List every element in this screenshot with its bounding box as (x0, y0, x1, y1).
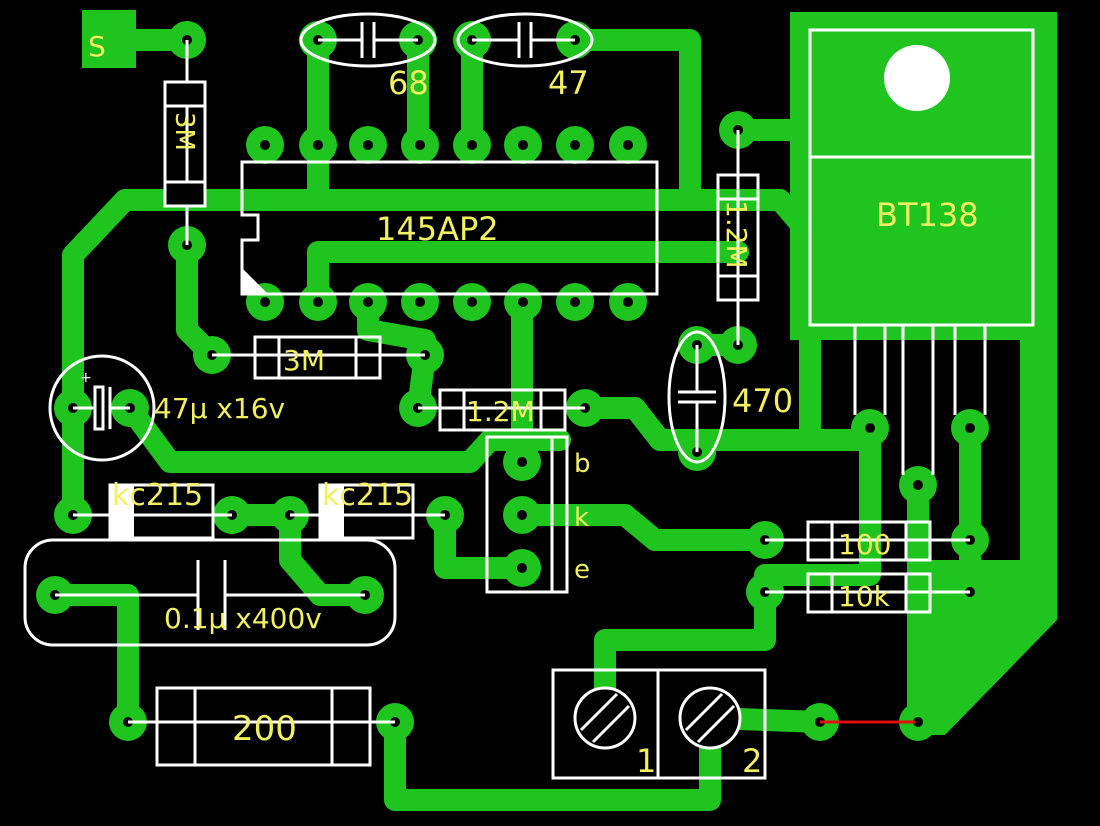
trace (44, 584, 139, 733)
drill-hole (865, 423, 875, 433)
drill-hole (313, 297, 323, 307)
label-electrolytic: 47μ x16v (154, 392, 285, 425)
trace (574, 397, 881, 451)
label-r-3m-horizontal: 3M (283, 344, 325, 377)
drill-hole (260, 297, 270, 307)
triac-outline (808, 28, 1035, 327)
polarity-plus: + (80, 370, 92, 386)
electrolytic-capacitor-outline (48, 354, 156, 462)
drill-hole (570, 297, 580, 307)
drill-hole (913, 480, 923, 490)
label-cap-470: 470 (732, 382, 793, 420)
terminal-screw (573, 686, 637, 750)
drill-hole (415, 140, 425, 150)
drill-hole (517, 457, 527, 467)
signal-label: S (88, 30, 106, 63)
drill-hole (260, 140, 270, 150)
drill-hole (517, 563, 527, 573)
label-r-3m-vertical: 3M (169, 112, 199, 151)
resistor-band (163, 180, 207, 208)
label-cap-68: 68 (388, 64, 429, 102)
drill-hole (517, 510, 527, 520)
label-terminal-2: 2 (742, 742, 762, 780)
label-cap-47: 47 (548, 64, 589, 102)
label-diode-2: kc215 (322, 478, 413, 513)
drill-hole (623, 297, 633, 307)
screw-slot (579, 692, 619, 732)
drill-hole (313, 140, 323, 150)
capacitor-film-outline (23, 538, 397, 647)
silkscreen: + (23, 12, 1035, 780)
screw-slot (696, 704, 736, 744)
drill-hole (913, 717, 923, 727)
drill-hole (518, 140, 528, 150)
diode-1-cathode-band (110, 485, 134, 538)
trace (754, 429, 881, 603)
label-r-10k: 10k (838, 580, 891, 613)
ic-pin1-marker (242, 268, 268, 294)
transistor-outline (485, 435, 569, 594)
label-r-1-2m-horizontal: 1.2M (466, 395, 535, 428)
drill-hole (467, 297, 477, 307)
diode-2-cathode-band (320, 485, 344, 538)
label-pin-b: b (574, 449, 591, 479)
drill-hole (363, 140, 373, 150)
capacitor-470-outline (667, 330, 727, 464)
drill-hole (467, 140, 477, 150)
label-ic: 145AP2 (376, 210, 499, 248)
trace (594, 581, 776, 729)
drill-hole (415, 297, 425, 307)
drill-hole (518, 297, 528, 307)
label-r-200: 200 (232, 709, 297, 749)
label-triac: BT138 (876, 196, 979, 234)
capacitor-47-outline (456, 12, 594, 68)
label-terminal-1: 1 (636, 742, 656, 780)
screw-slot (591, 704, 631, 744)
label-pin-e: e (574, 555, 590, 585)
trace (564, 29, 701, 206)
terminal-screw (678, 686, 742, 750)
screw-slot (684, 692, 724, 732)
label-r-100: 100 (838, 528, 891, 561)
drill-hole (570, 140, 580, 150)
label-r-1-2m-vertical: 1.2M (720, 200, 753, 269)
drill-hole (965, 423, 975, 433)
capacitor-68-outline (299, 12, 437, 68)
trace (511, 504, 776, 551)
ic-outline (240, 160, 659, 296)
triac-heatsink-copper (790, 12, 1057, 735)
triac-lead (853, 325, 987, 475)
mounting-hole (884, 45, 950, 111)
terminal-screws (573, 686, 742, 750)
drill-hole (623, 140, 633, 150)
drill-hole (363, 297, 373, 307)
trace (384, 707, 721, 811)
label-cap-film: 0.1μ x400v (164, 602, 322, 635)
label-pin-k: k (574, 503, 589, 533)
resistor-band (163, 80, 207, 108)
label-diode-1: kc215 (112, 478, 203, 513)
